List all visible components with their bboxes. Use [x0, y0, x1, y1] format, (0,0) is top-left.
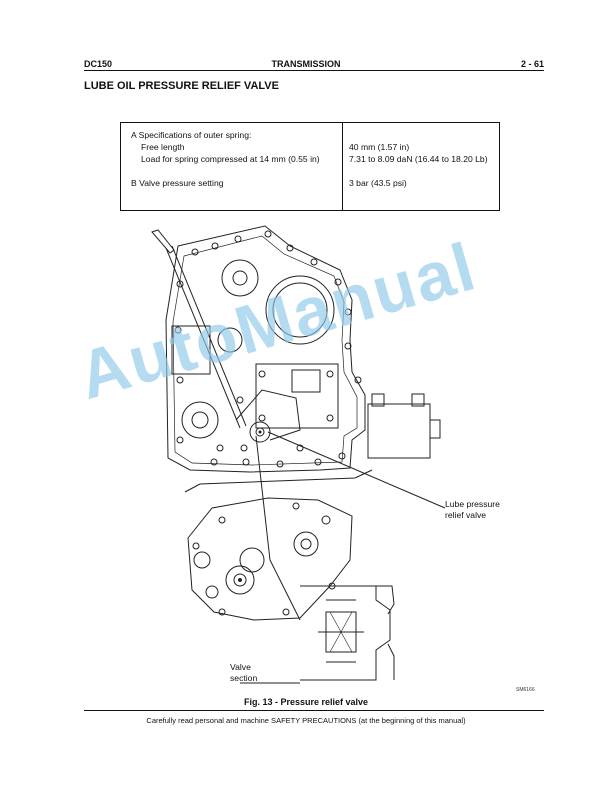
spec-a-label: A Specifications of outer spring:: [131, 130, 252, 140]
spec-a-load-value: 7.31 to 8.09 daN (16.44 to 18.20 Lb): [349, 154, 488, 164]
spec-values: 40 mm (1.57 in) 7.31 to 8.09 daN (16.44 …: [342, 122, 500, 211]
figure-code: SM6166: [516, 687, 535, 693]
callout-lube-relief-valve: Lube pressure relief valve: [445, 499, 500, 521]
header-section: TRANSMISSION: [271, 59, 341, 69]
page-title: LUBE OIL PRESSURE RELIEF VALVE: [84, 80, 279, 92]
figure-caption: Fig. 13 - Pressure relief valve: [243, 697, 369, 707]
spec-b-value: 3 bar (43.5 psi): [349, 178, 407, 188]
header-model: DC150: [84, 59, 113, 69]
callout-lube-line2: relief valve: [445, 510, 487, 520]
callout-valve-section: Valve section: [230, 662, 257, 684]
callout-valve-line2: section: [230, 673, 258, 683]
spec-a-free-value: 40 mm (1.57 in): [349, 142, 410, 152]
spec-labels: A Specifications of outer spring: Free l…: [120, 122, 343, 211]
callout-valve-line1: Valve: [230, 662, 251, 672]
spec-table: A Specifications of outer spring: Free l…: [120, 122, 500, 211]
header-page-number: 2 - 61: [520, 59, 544, 69]
footer-note: Carefully read personal and machine SAFE…: [146, 716, 466, 725]
callout-lube-line1: Lube pressure: [445, 499, 500, 509]
header-rule: [84, 70, 544, 71]
spec-a-load: Load for spring compressed at 14 mm (0.5…: [141, 154, 320, 164]
spec-b-label: B Valve pressure setting: [131, 178, 224, 188]
footer-rule: [84, 710, 544, 711]
spec-a-free: Free length: [141, 142, 185, 152]
